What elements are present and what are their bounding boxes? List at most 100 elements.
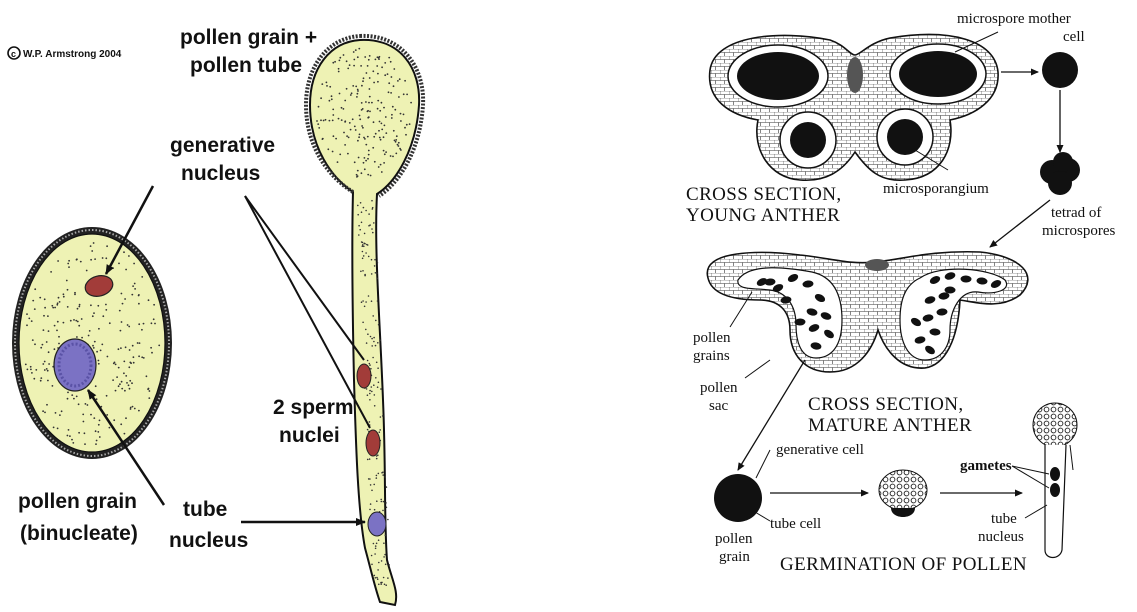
germinating-grain [879,470,927,510]
stipple-dot [141,356,143,358]
stipple-dot [374,405,376,407]
stipple-dot [343,54,345,56]
stipple-dot [374,394,376,396]
stipple-dot [118,367,120,369]
stipple-dot [391,117,393,119]
stipple-dot [344,100,346,102]
stipple-dot [133,362,135,364]
stipple-dot [362,244,364,246]
stipple-dot [376,278,378,280]
stipple-dot [35,369,37,371]
stipple-dot [379,110,381,112]
stipple-dot [67,392,69,394]
young-sporangium-4 [887,119,923,155]
stipple-dot [367,459,369,461]
stipple-dot [406,94,408,96]
stipple-dot [95,443,97,445]
stipple-dot [362,258,364,260]
stipple-dot [66,280,68,282]
sperm-nucleus-1 [357,364,371,388]
stipple-dot [361,109,363,111]
stipple-dot [97,305,99,307]
stipple-dot [355,86,357,88]
stipple-dot [371,338,373,340]
stipple-dot [376,362,378,364]
stipple-dot [121,293,123,295]
stipple-dot [371,345,373,347]
stipple-dot [381,123,383,125]
stipple-dot [48,351,50,353]
stipple-dot [347,68,349,70]
stipple-dot [373,222,375,224]
stipple-dot [151,352,153,354]
stipple-dot [69,435,71,437]
stipple-dot [129,380,131,382]
stipple-dot [102,315,104,317]
stipple-dot [72,442,74,444]
stipple-dot [98,328,100,330]
stipple-dot [384,62,386,64]
stipple-dot [332,120,334,122]
generative-label-line-1: generative [170,134,275,157]
young-anther-title-2: YOUNG ANTHER [686,205,840,226]
stipple-dot [346,60,348,62]
stipple-dot [357,205,359,207]
stipple-dot [43,315,45,317]
stipple-dot [367,158,369,160]
right-panel: microspore mother cell microsporangium C… [686,11,1115,575]
stipple-dot [383,501,385,503]
stipple-dot [121,381,123,383]
stipple-dot [148,388,150,390]
stipple-dot [375,545,377,547]
stipple-dot [363,77,365,79]
stipple-dot [364,157,366,159]
stipple-dot [383,542,385,544]
stipple-dot [344,121,346,123]
stipple-dot [373,82,375,84]
stipple-dot [371,200,373,202]
stipple-dot [362,270,364,272]
tube-side-line [1070,445,1073,470]
stipple-dot [361,125,363,127]
stipple-dot [94,258,96,260]
stipple-dot [395,141,397,143]
stipple-dot [143,357,145,359]
stipple-dot [100,350,102,352]
stipple-dot [93,347,95,349]
tube-label-line-2: nucleus [169,529,248,552]
stipple-dot [46,341,48,343]
stipple-dot [368,59,370,61]
microsporangium-label: microsporangium [883,181,989,197]
stipple-dot [30,366,32,368]
stipple-dot [90,304,92,306]
stipple-dot [114,362,116,364]
stipple-dot [379,429,381,431]
stipple-dot [128,326,130,328]
stipple-dot [380,416,382,418]
stipple-dot [130,407,132,409]
stipple-dot [93,312,95,314]
stipple-dot [376,458,378,460]
stipple-dot [373,341,375,343]
stipple-dot [332,114,334,116]
stipple-dot [76,336,78,338]
stipple-dot [325,119,327,121]
stipple-dot [343,108,345,110]
germination-title: GERMINATION OF POLLEN [780,554,1027,575]
stipple-dot [377,367,379,369]
stipple-dot [52,307,54,309]
stipple-dot [369,364,371,366]
stipple-dot [109,427,111,429]
tube-nucleus-right-label-2: nucleus [978,529,1024,545]
stipple-dot [128,384,130,386]
stipple-dot [352,118,354,120]
stipple-dot [127,324,129,326]
stipple-dot [383,150,385,152]
pollen-grain-black [714,474,762,522]
stipple-dot [33,378,35,380]
stipple-dot [71,394,73,396]
stipple-dot [141,329,143,331]
stipple-dot [58,297,60,299]
stipple-dot [134,408,136,410]
stipple-dot [331,95,333,97]
